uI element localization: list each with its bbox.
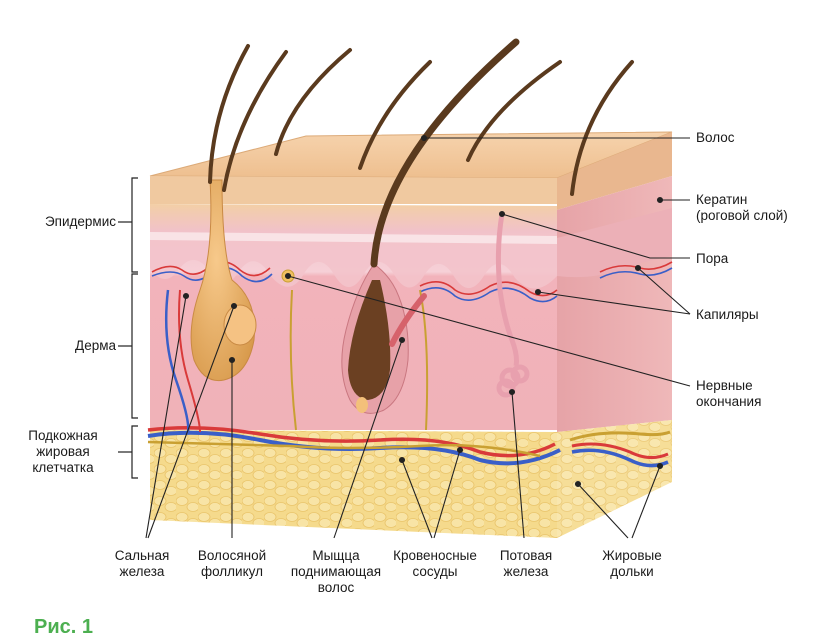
epidermis-boundary <box>150 232 557 289</box>
fat-layer <box>150 430 557 538</box>
sweat-duct <box>495 213 519 367</box>
label-fat-lobules: Жировые дольки <box>602 548 662 579</box>
layer-brackets <box>118 177 138 479</box>
sweat-gland-coil <box>496 364 530 398</box>
label-sebaceous-gland: Сальная железа <box>114 548 170 579</box>
label-hair: Волос <box>696 130 735 145</box>
label-dermis: Дерма <box>75 338 116 353</box>
label-nerve-endings: Нервные окончания <box>696 378 762 409</box>
label-subcutaneous: Подкожная жировая клетчатка <box>28 428 98 475</box>
label-pore: Пора <box>696 251 729 266</box>
label-blood-vessels: Кровеносные сосуды <box>393 548 477 579</box>
keratin-layer <box>150 176 557 204</box>
arrector-pili-muscle <box>389 293 427 347</box>
leader-lines <box>145 134 691 539</box>
label-capillaries: Капиляры <box>696 307 759 322</box>
label-hair-follicle: Волосяной фолликул <box>197 548 267 579</box>
figure-number: Рис. 1 <box>34 616 93 638</box>
label-sweat-gland: Потовая железа <box>499 548 553 579</box>
label-keratin: Кератин (роговой слой) <box>696 192 788 223</box>
artery-horizontal <box>147 426 556 458</box>
hairs <box>208 38 634 268</box>
sebaceous-gland <box>223 304 257 346</box>
label-arrector-muscle: Мыщца поднимающая волос <box>290 548 382 595</box>
label-epidermis: Эпидермис <box>44 214 116 229</box>
